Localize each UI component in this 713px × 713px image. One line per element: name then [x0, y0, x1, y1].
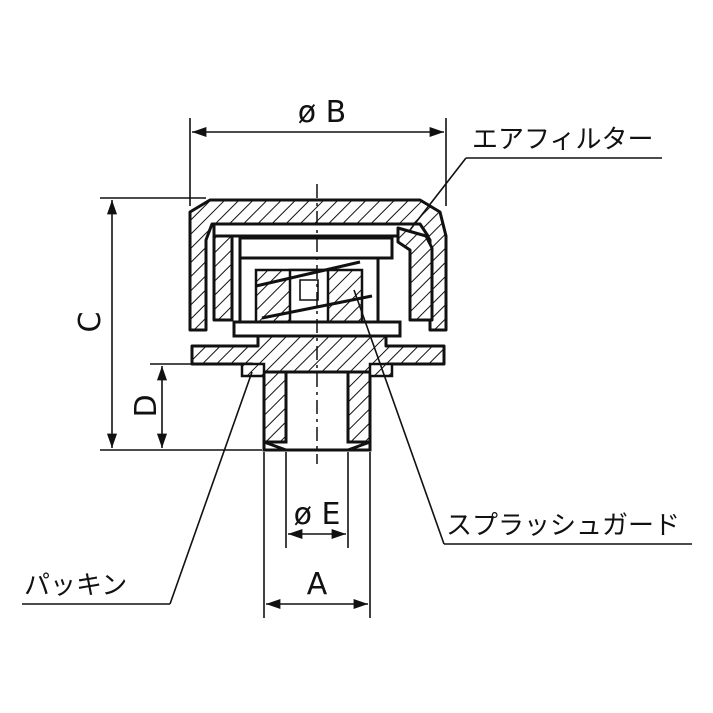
- dimension-d: D: [129, 363, 192, 448]
- callout-label-splash-guard: スプラッシュガード: [446, 511, 680, 541]
- packing-ring: [240, 362, 394, 378]
- callout-air-filter: エアフィルター: [409, 125, 662, 231]
- dimension-diameter-e: ø E: [285, 452, 349, 548]
- dim-label-d: D: [129, 394, 164, 417]
- dim-label-diameter-e: ø E: [294, 497, 341, 532]
- callout-packing: パッキン: [22, 371, 253, 605]
- callout-label-packing: パッキン: [24, 571, 127, 601]
- cap-body: [188, 198, 448, 374]
- callout-label-air-filter: エアフィルター: [472, 125, 653, 155]
- callout-splash-guard: スプラッシュガード: [353, 289, 692, 545]
- dim-label-c: C: [73, 312, 108, 333]
- dim-label-diameter-b: ø B: [298, 95, 346, 130]
- dim-label-a: A: [307, 567, 328, 602]
- dimension-diameter-b: ø B: [189, 95, 447, 206]
- dimension-c: C: [73, 197, 262, 451]
- dimension-a: A: [263, 452, 371, 618]
